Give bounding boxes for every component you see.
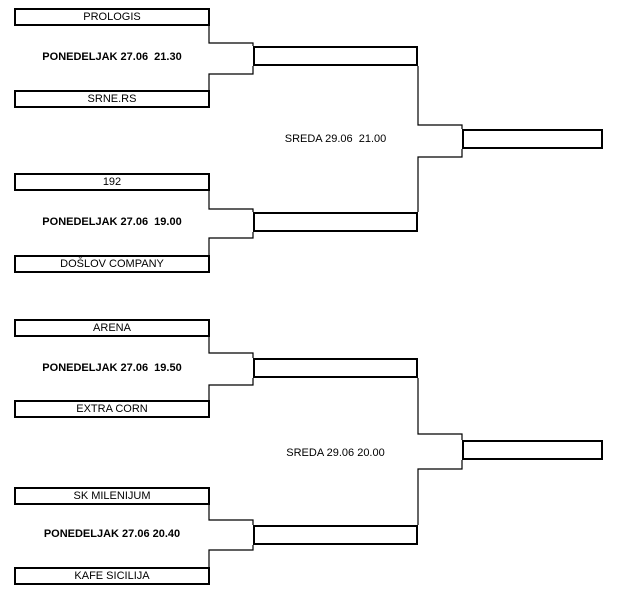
- team-box-extra-corn: EXTRA CORN: [14, 400, 210, 418]
- semifinal1-schedule-label: SREDA 29.06 21.00: [284, 133, 387, 145]
- team-box-prologis: PROLOGIS: [14, 8, 210, 26]
- match4-schedule-label: PONEDELJAK 27.06 20.40: [43, 528, 181, 540]
- connector-semifinal1-bottom: [417, 149, 463, 212]
- team-box-arena: ARENA: [14, 319, 210, 337]
- match1-schedule-label: PONEDELJAK 27.06 21.30: [42, 51, 182, 63]
- connector-match3-bottom: [208, 378, 254, 400]
- match3-schedule-label: PONEDELJAK 27.06 19.50: [42, 362, 182, 374]
- team-box-srne-rs: SRNE.RS: [14, 90, 210, 108]
- connector-match2-bottom: [208, 232, 254, 255]
- connector-match4-top: [208, 505, 254, 525]
- connector-match4-bottom: [208, 545, 254, 567]
- team-box-192: 192: [14, 173, 210, 191]
- connector-match3-top: [208, 337, 254, 358]
- semifinal2-schedule-label: SREDA 29.06 20.00: [286, 447, 385, 459]
- semifinal1-slot-top: [253, 46, 418, 66]
- semifinal2-slot-bottom: [253, 525, 418, 545]
- semifinal2-slot-top: [253, 358, 418, 378]
- final-slot-1: [462, 129, 603, 149]
- connector-semifinal1-top: [417, 66, 463, 129]
- final-slot-2: [462, 440, 603, 460]
- team-box-kafe-sicilija: KAFE SICILIJA: [14, 567, 210, 585]
- connector-match1-top: [208, 26, 254, 46]
- connector-match2-top: [208, 191, 254, 212]
- connector-match1-bottom: [208, 66, 254, 90]
- connector-semifinal2-top: [417, 378, 463, 440]
- team-box-sk-milenijum: SK MILENIJUM: [14, 487, 210, 505]
- match2-schedule-label: PONEDELJAK 27.06 19.00: [42, 216, 182, 228]
- team-box-doslov-company: DOŠLOV COMPANY: [14, 255, 210, 273]
- semifinal1-slot-bottom: [253, 212, 418, 232]
- connector-semifinal2-bottom: [417, 460, 463, 525]
